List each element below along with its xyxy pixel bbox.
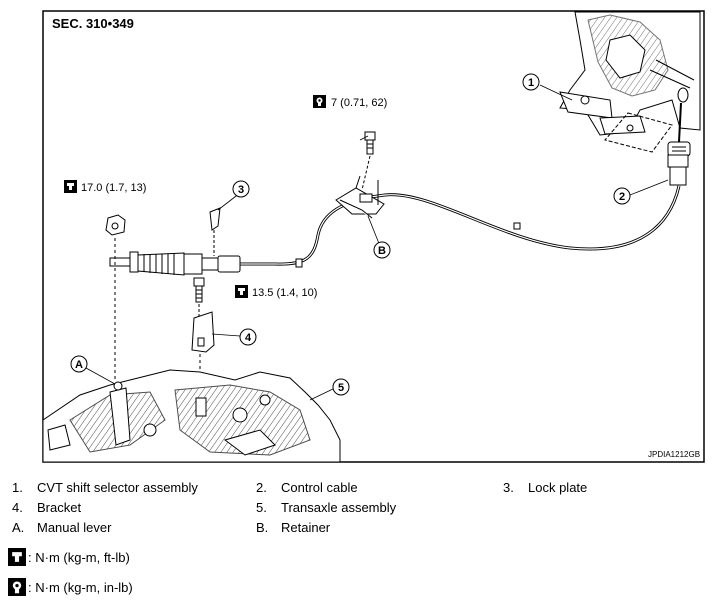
svg-text:13.5 (1.4, 10): 13.5 (1.4, 10) [252, 287, 317, 299]
svg-text:B: B [378, 245, 386, 257]
torque-spec-bracket-bolt: 7 (0.71, 62) [313, 95, 387, 109]
callout-a: A [70, 355, 88, 373]
callout-5: 5 [332, 378, 350, 396]
torque-wrench-icon [8, 548, 26, 566]
torque-spec-bolt: 13.5 (1.4, 10) [235, 285, 317, 299]
retainer [335, 175, 385, 219]
torque-key-in-lb: : N·m (kg-m, in-lb) [8, 578, 133, 596]
svg-text:2: 2 [619, 191, 625, 203]
section-label: SEC. 310•349 [52, 16, 134, 31]
torque-key-ft-lb: : N·m (kg-m, ft-lb) [8, 548, 130, 566]
svg-text:A: A [75, 359, 83, 371]
bracket [191, 311, 215, 410]
shift-selector-assembly [559, 11, 701, 153]
figure-frame [42, 10, 705, 463]
exploded-diagram: SEC. 310•349 JPDIA1212GB [42, 10, 705, 463]
leader-lines [85, 84, 669, 401]
cable-boot [109, 251, 241, 276]
svg-text:7 (0.71, 62): 7 (0.71, 62) [331, 97, 387, 109]
torque-spec-nut: 17.0 (1.7, 13) [64, 180, 146, 194]
figure-id: JPDIA1212GB [648, 450, 700, 459]
callout-2: 2 [613, 187, 631, 205]
svg-text:5: 5 [338, 382, 344, 394]
lock-plate [209, 207, 221, 256]
callout-b: B [373, 241, 391, 259]
callout-1: 1 [522, 73, 540, 91]
nut [105, 214, 126, 380]
control-cable [240, 185, 681, 266]
torque-wrench-filled-icon [8, 578, 26, 596]
bolt [193, 277, 205, 320]
bracket-bolt [361, 131, 376, 191]
svg-text:4: 4 [245, 332, 252, 344]
transaxle-assembly [42, 369, 341, 463]
svg-text:1: 1 [528, 77, 534, 89]
control-cable-end [667, 87, 691, 186]
svg-text:17.0 (1.7, 13): 17.0 (1.7, 13) [81, 182, 146, 194]
callout-3: 3 [232, 180, 250, 198]
callout-4: 4 [239, 328, 257, 346]
svg-text:3: 3 [238, 184, 244, 196]
